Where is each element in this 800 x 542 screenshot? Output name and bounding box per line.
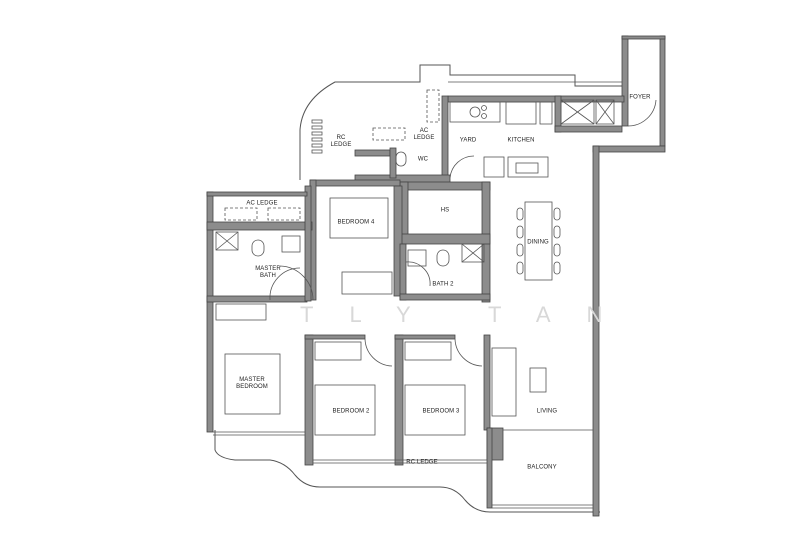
wall: [621, 35, 666, 40]
wall: [206, 221, 313, 231]
room-label-master-bath: MASTER BATH: [255, 266, 281, 279]
room-label-hs: HS: [440, 207, 450, 214]
wall: [394, 334, 404, 466]
wall: [554, 125, 623, 133]
watermark: TLY TAN: [300, 302, 639, 327]
room-label-bedroom3: BEDROOM 3: [422, 408, 460, 415]
room-label-bedroom2: BEDROOM 2: [332, 408, 370, 415]
rc-ledge-outline-lower: [214, 430, 600, 513]
rc-ledge-outline-upper: [299, 64, 622, 180]
room-label-ac-ledge-upper: AC LEDGE: [413, 128, 435, 141]
wall: [394, 334, 456, 340]
wall: [304, 185, 312, 302]
wall: [441, 95, 449, 177]
wall: [486, 427, 493, 509]
room-label-foyer: FOYER: [629, 94, 651, 101]
wall: [399, 293, 491, 301]
room-label-ac-ledge-left: AC LEDGE: [246, 200, 278, 207]
room-label-rc-ledge-lower: RC LEDGE: [406, 459, 438, 466]
room-label-kitchen: KITCHEN: [507, 137, 535, 144]
wall: [354, 149, 391, 157]
wall: [659, 35, 666, 147]
wall: [621, 35, 629, 127]
wall: [206, 295, 308, 303]
wall: [483, 334, 491, 431]
room-label-bath2: BATH 2: [432, 281, 454, 288]
wall: [389, 147, 397, 179]
room-label-master-bedroom: MASTER BEDROOM: [236, 377, 268, 390]
wall: [393, 185, 403, 297]
wall: [592, 145, 600, 517]
room-label-dining: DINING: [527, 239, 549, 246]
room-label-bedroom4: BEDROOM 4: [337, 219, 375, 226]
room-label-rc-ledge-upper: RC LEDGE: [330, 135, 352, 148]
wall: [206, 191, 308, 197]
wall: [447, 95, 625, 103]
wall: [399, 233, 491, 245]
room-label-yard: YARD: [459, 137, 477, 144]
wall: [304, 334, 366, 340]
room-label-wc: WC: [417, 156, 429, 163]
room-label-balcony: BALCONY: [527, 464, 557, 471]
wall: [399, 243, 407, 301]
wall: [592, 145, 666, 153]
wall: [309, 179, 401, 187]
wall: [399, 181, 491, 191]
room-label-living: LIVING: [536, 408, 558, 415]
wall: [304, 334, 314, 466]
